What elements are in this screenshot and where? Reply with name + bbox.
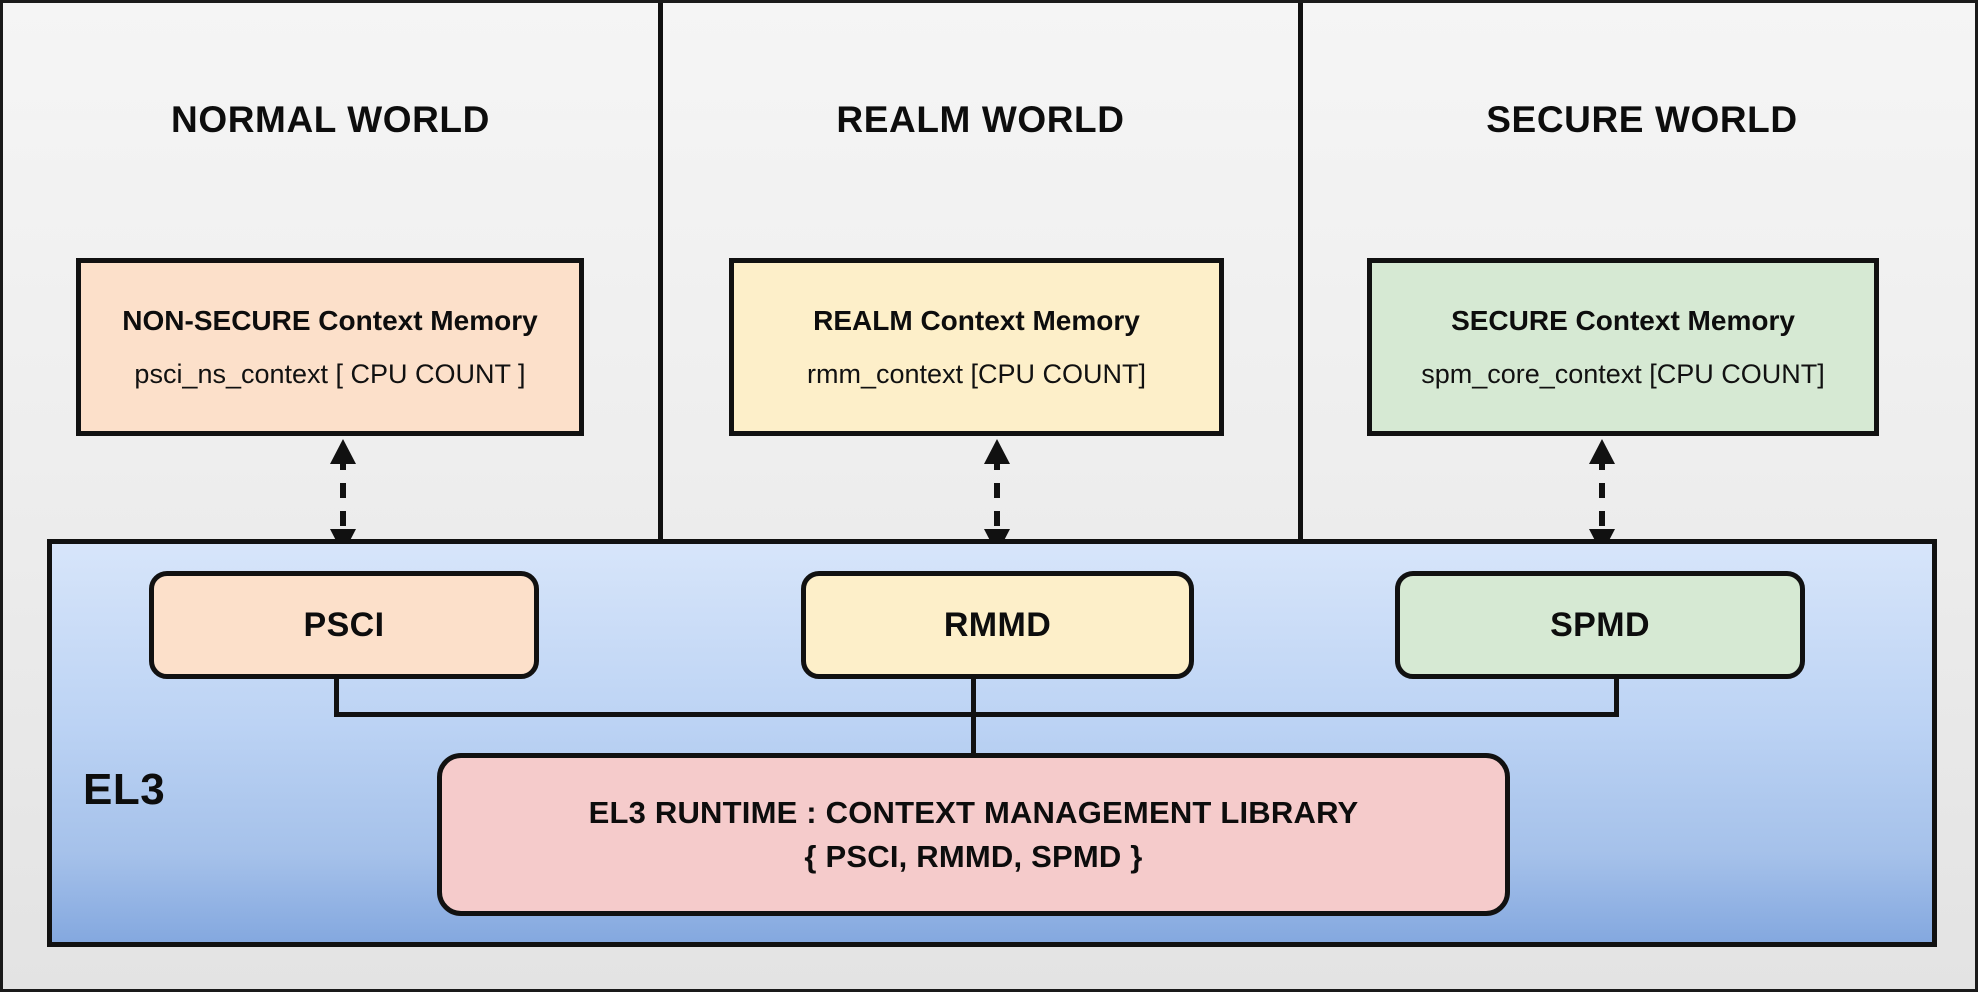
- world-title-realm: REALM WORLD: [836, 99, 1125, 140]
- connector-bus-to-runtime: [971, 712, 976, 758]
- el3-runtime-library-box[interactable]: EL3 RUNTIME : CONTEXT MANAGEMENT LIBRARY…: [437, 753, 1510, 916]
- connector-rmmd-vertical: [971, 679, 976, 717]
- dispatcher-box-psci[interactable]: PSCI: [149, 571, 539, 679]
- connector-spmd-vertical: [1614, 679, 1619, 717]
- dispatcher-box-rmmd[interactable]: RMMD: [801, 571, 1194, 679]
- world-title-secure: SECURE WORLD: [1486, 99, 1798, 140]
- context-memory-box-realm: REALM Context Memory rmm_context [CPU CO…: [729, 258, 1224, 436]
- context-memory-title-realm: REALM Context Memory: [813, 304, 1140, 336]
- dashed-arrow-normal: [326, 439, 360, 554]
- context-memory-title-secure: SECURE Context Memory: [1451, 304, 1795, 336]
- connector-horizontal-bus: [334, 712, 1619, 717]
- dispatcher-box-spmd[interactable]: SPMD: [1395, 571, 1805, 679]
- runtime-line-1: EL3 RUNTIME : CONTEXT MANAGEMENT LIBRARY: [588, 794, 1359, 830]
- el3-label: EL3: [83, 765, 166, 814]
- context-memory-subtitle-realm: rmm_context [CPU COUNT]: [806, 358, 1147, 389]
- dashed-arrow-realm: [980, 439, 1014, 554]
- context-memory-box-secure: SECURE Context Memory spm_core_context […: [1367, 258, 1879, 436]
- context-memory-subtitle-non-secure: psci_ns_context [ CPU COUNT ]: [134, 358, 526, 389]
- dashed-arrow-secure: [1585, 439, 1619, 554]
- context-memory-box-non-secure: NON-SECURE Context Memory psci_ns_contex…: [76, 258, 584, 436]
- world-column-normal: NORMAL WORLD: [3, 3, 658, 539]
- world-divider-realm-secure: [1298, 3, 1303, 539]
- world-column-secure: SECURE WORLD: [1303, 3, 1975, 539]
- world-column-realm: REALM WORLD: [663, 3, 1298, 539]
- context-memory-title-non-secure: NON-SECURE Context Memory: [122, 304, 538, 336]
- context-memory-subtitle-secure: spm_core_context [CPU COUNT]: [1421, 358, 1825, 389]
- connector-psci-vertical: [334, 679, 339, 717]
- world-divider-normal-realm: [658, 3, 663, 539]
- world-title-normal: NORMAL WORLD: [171, 99, 490, 140]
- runtime-line-2: { PSCI, RMMD, SPMD }: [804, 838, 1143, 874]
